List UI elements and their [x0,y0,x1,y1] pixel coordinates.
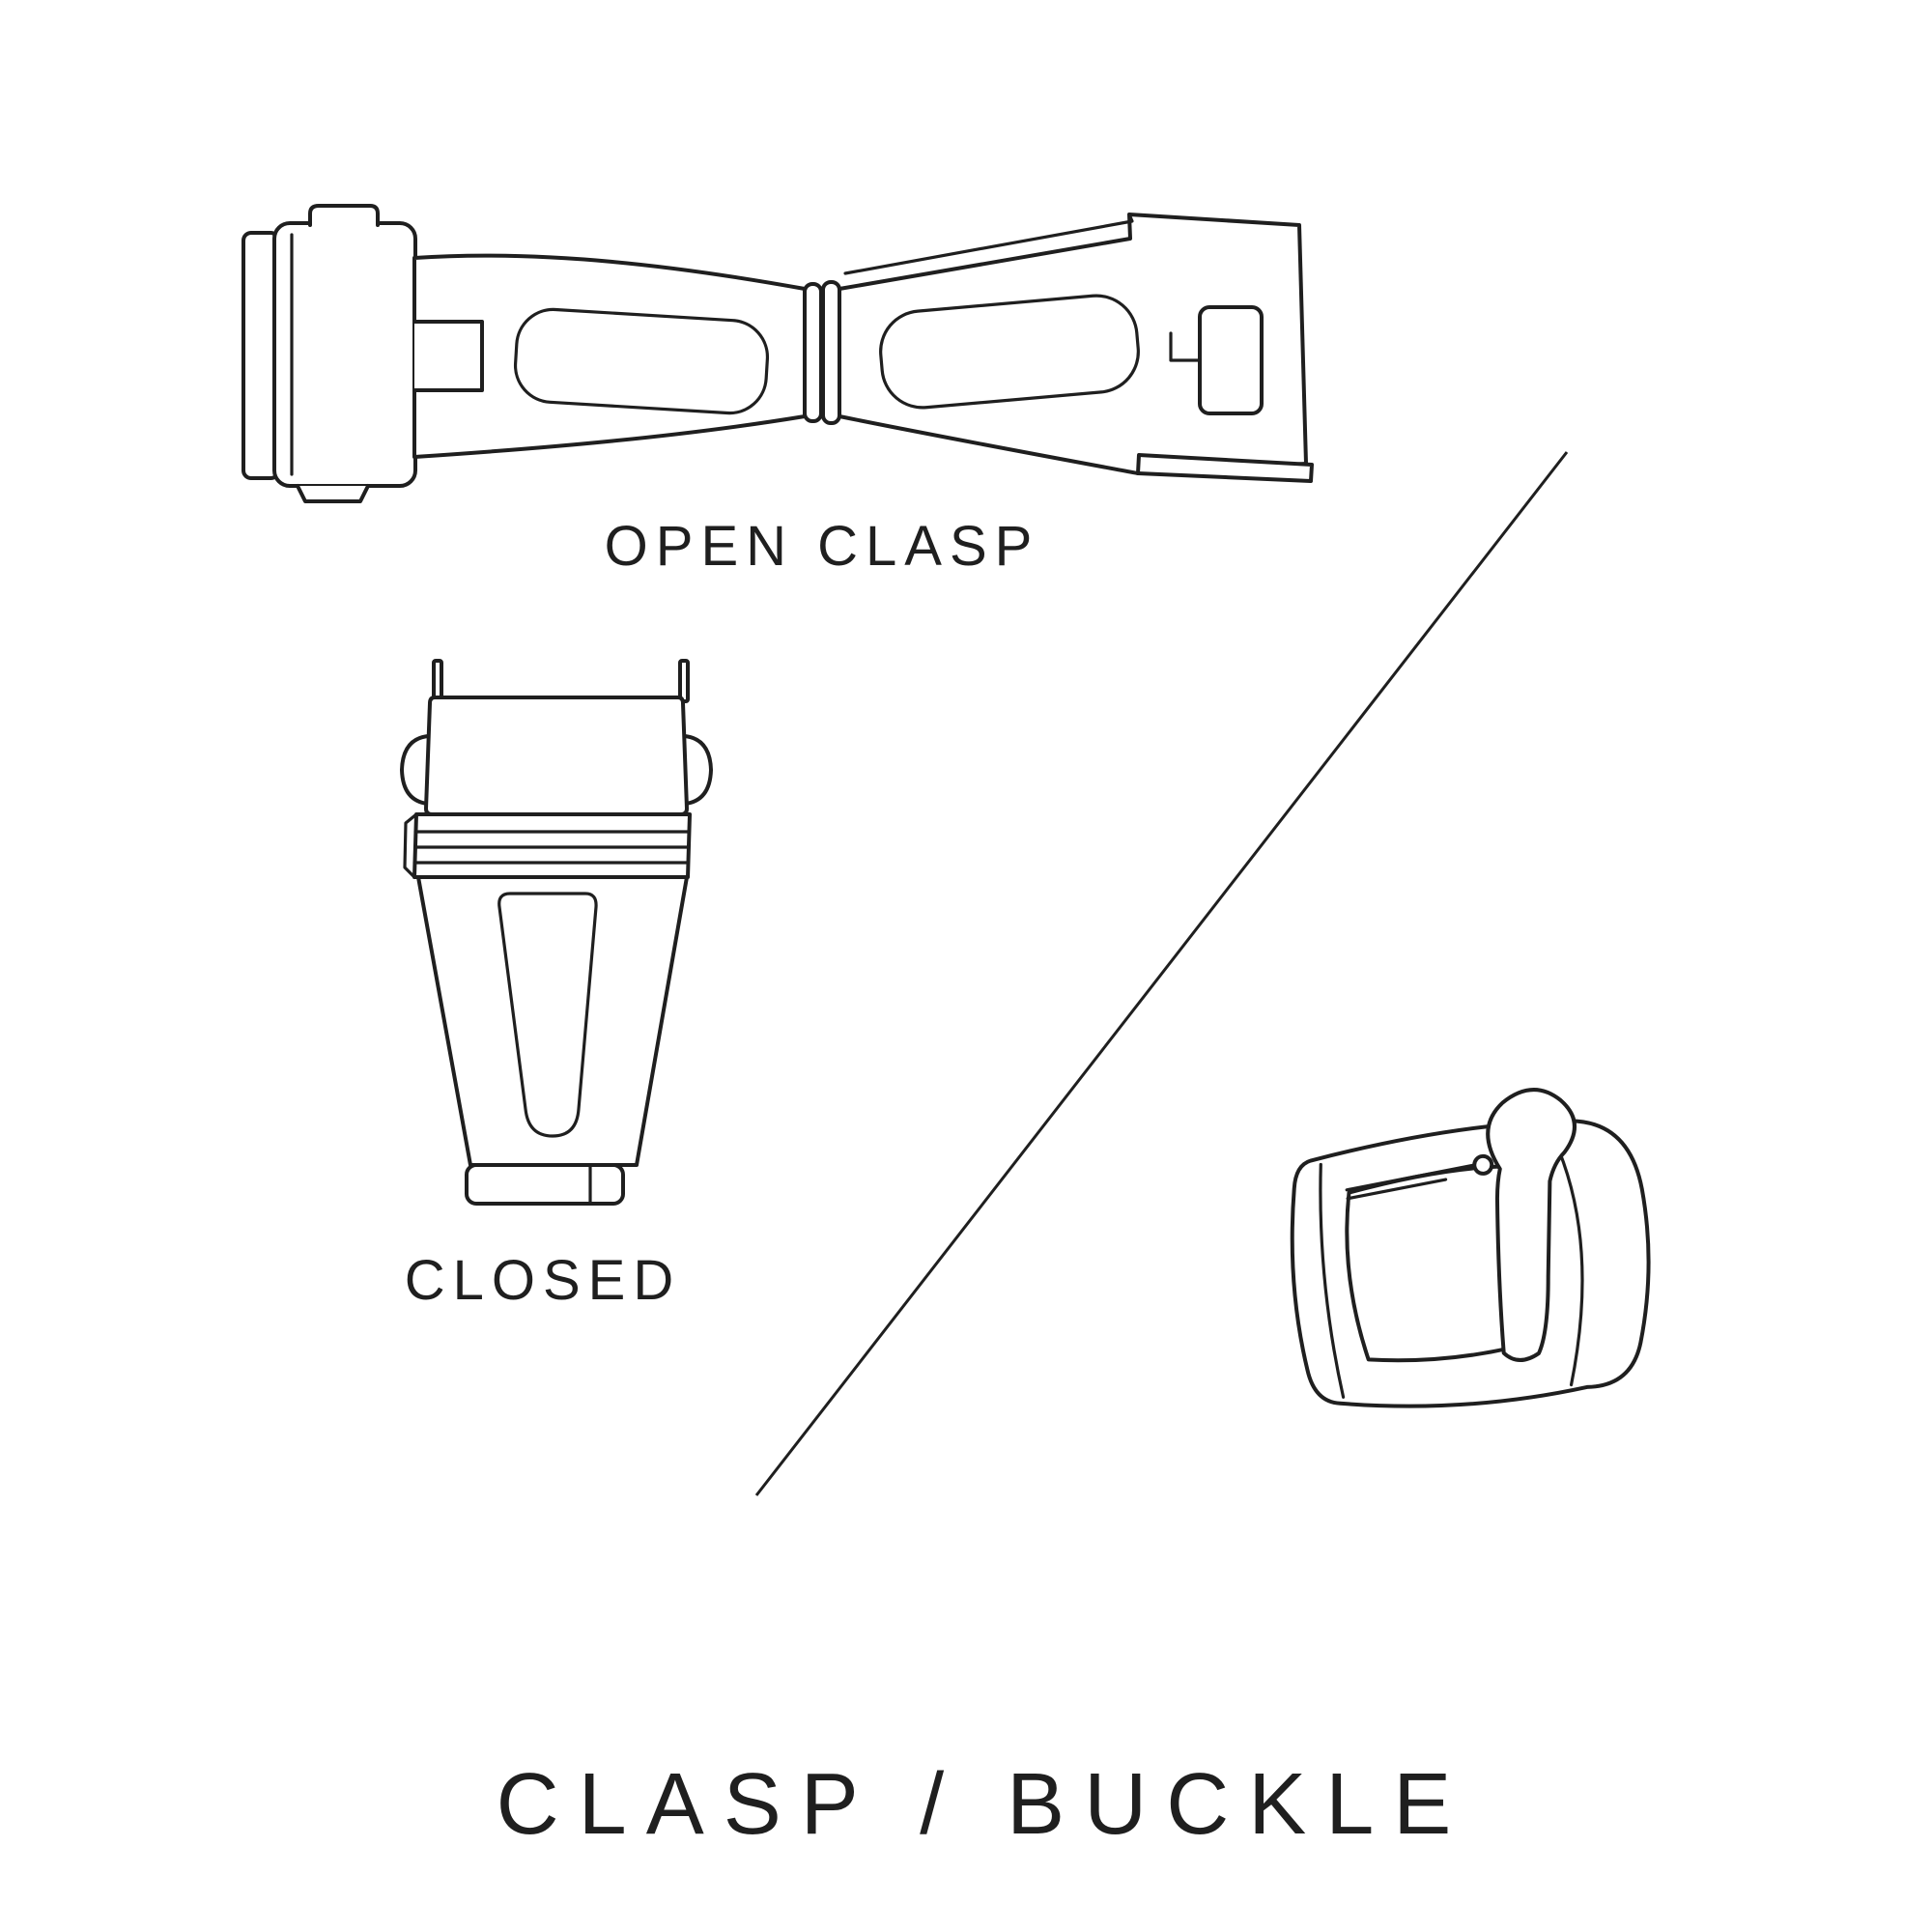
open-clasp-bottom-strip [1136,453,1314,483]
open-clasp-drawing [242,204,1314,503]
buckle-drawing [1290,1088,1651,1408]
open-clasp-hinge-right [821,280,841,425]
open-clasp-hinge-left [803,282,823,423]
open-clasp-top-tab [308,204,380,227]
closed-clasp-tab-right [683,734,713,806]
buckle-left-band-line [1319,1162,1346,1399]
closed-clasp-prong-right [678,659,690,703]
closed-clasp-body [416,875,689,1167]
open-clasp-right-window [879,294,1140,410]
buckle-tongue [1486,1088,1577,1362]
open-clasp-notch [412,320,484,392]
open-clasp-left-block [272,221,417,488]
closed-clasp-foot [465,1163,625,1206]
page-title: CLASP / BUCKLE [497,1756,1471,1853]
open-clasp-latch [1198,305,1264,415]
buckle-pin-line-2 [1346,1178,1448,1201]
open-clasp-left-window [513,307,770,415]
closed-clasp-prong-left [432,659,443,703]
closed-clasp-tab-left [400,734,430,806]
closed-clasp-label: CLOSED [405,1249,682,1312]
closed-clasp-top-box [424,696,689,816]
divider-line [754,451,1569,1496]
open-clasp-bottom-tab [296,484,370,503]
open-clasp-flap-line [843,213,1134,275]
open-clasp-label: OPEN CLASP [605,515,1040,578]
closed-clasp-drawing [400,659,713,1206]
closed-clasp-band-bevel [403,812,418,879]
buckle-pin-coil [1472,1153,1494,1176]
open-clasp-latch-hook [1169,331,1202,362]
closed-clasp-window [497,892,598,1138]
buckle-pin [1345,1163,1478,1192]
